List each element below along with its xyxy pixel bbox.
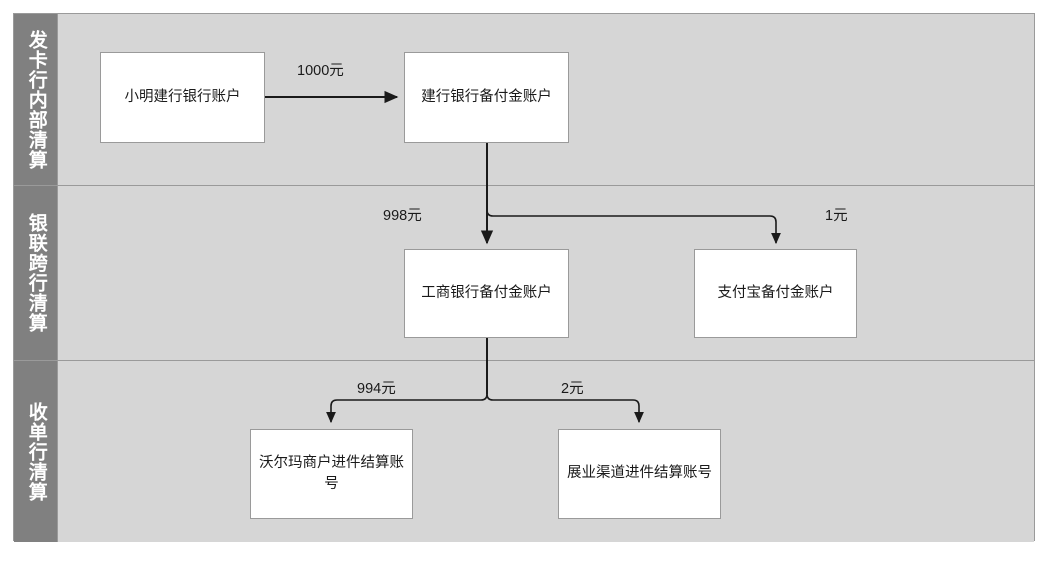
node-alipay-reserve-account[interactable]: 支付宝备付金账户 — [694, 249, 857, 338]
swimlane-header-acquirer[interactable]: 收单行清算 — [14, 361, 58, 542]
swimlane-title-acquirer: 收单行清算 — [25, 401, 47, 502]
node-label: 沃尔玛商户进件结算账号 — [259, 454, 404, 492]
swimlane-header-issuer[interactable]: 发卡行内部清算 — [14, 14, 58, 185]
edge-label-icbc-to-walmart: 994元 — [357, 381, 396, 397]
node-ccb-reserve-account[interactable]: 建行银行备付金账户 — [404, 52, 569, 143]
node-label: 展业渠道进件结算账号 — [567, 465, 712, 482]
edge-label-xiaoming-to-ccb: 1000元 — [297, 63, 344, 79]
edge-label-ccb-to-alipay: 1元 — [825, 208, 848, 224]
node-xiaoming-ccb-account[interactable]: 小明建行银行账户 — [100, 52, 265, 143]
swimlane-title-unionpay: 银联跨行清算 — [25, 213, 47, 333]
swimlane-title-issuer: 发卡行内部清算 — [25, 29, 47, 170]
swimlane-header-unionpay[interactable]: 银联跨行清算 — [14, 186, 58, 360]
swimlane-body-acquirer — [58, 361, 1034, 542]
node-label: 工商银行备付金账户 — [421, 284, 552, 301]
edge-label-icbc-to-channel: 2元 — [561, 381, 584, 397]
edge-label-ccb-to-icbc: 998元 — [383, 208, 422, 224]
node-label: 支付宝备付金账户 — [717, 284, 834, 301]
node-label: 建行银行备付金账户 — [421, 88, 552, 105]
swimlane-acquirer[interactable]: 收单行清算 — [14, 361, 1034, 542]
node-icbc-reserve-account[interactable]: 工商银行备付金账户 — [404, 249, 569, 338]
node-label: 小明建行银行账户 — [124, 88, 241, 105]
node-channel-settlement-account[interactable]: 展业渠道进件结算账号 — [558, 429, 721, 519]
node-walmart-settlement-account[interactable]: 沃尔玛商户进件结算账号 — [250, 429, 413, 519]
